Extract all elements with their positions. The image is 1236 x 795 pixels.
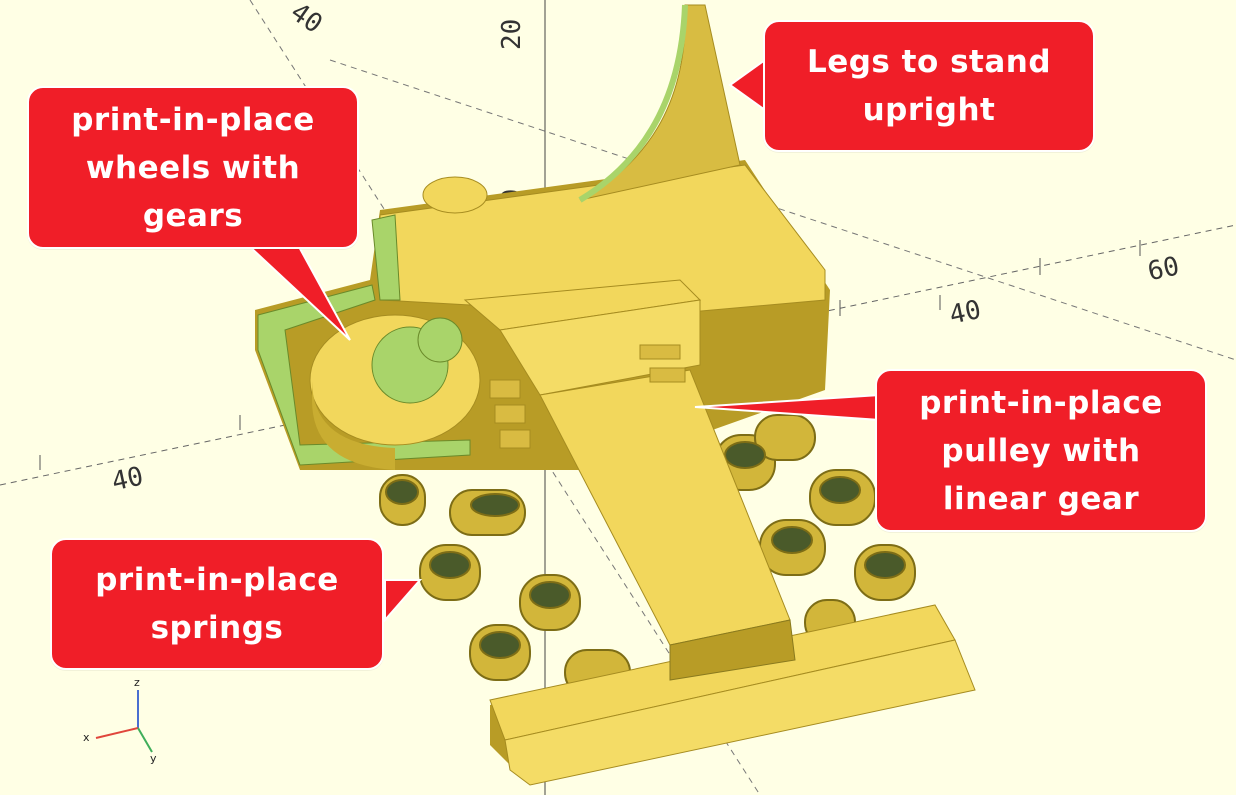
grid-label-right-near: 40 [947, 295, 984, 331]
grid-label-vertical-top: 20 [497, 19, 527, 50]
3d-model[interactable] [255, 4, 976, 786]
callout-wheels: print-in-place wheels with gears [27, 86, 359, 249]
axis-label-y: y [150, 752, 157, 765]
springs [379, 414, 916, 696]
t-beam [463, 279, 796, 681]
callout-line: gears [142, 197, 244, 234]
axis-label-x: x [83, 731, 90, 744]
grid-label-top-left: 40 [285, 0, 328, 40]
callout-line: pulley with [941, 432, 1141, 469]
callout-line: Legs to stand [806, 44, 1052, 80]
grid-label-right-far: 60 [1145, 251, 1182, 287]
callout-line: print-in-place [71, 101, 315, 138]
callout-line: print-in-place [95, 562, 339, 598]
leg-fin [578, 4, 741, 203]
foot-plate [489, 604, 976, 786]
callout-line: upright [862, 92, 996, 128]
callout-pointers [245, 58, 881, 623]
callout-line: print-in-place [919, 384, 1163, 421]
callout-springs: print-in-place springs [50, 538, 384, 670]
callout-legs: Legs to stand upright [763, 20, 1095, 152]
callout-pulley: print-in-place pulley with linear gear [875, 369, 1207, 532]
dome [422, 176, 488, 214]
callout-line: linear gear [942, 480, 1140, 517]
axis-label-z: z [134, 676, 140, 689]
grid-label-left-near: 40 [109, 462, 146, 498]
callout-line: springs [150, 610, 284, 646]
callout-line: wheels with [85, 149, 301, 186]
axes-indicator: z x y [83, 676, 157, 765]
